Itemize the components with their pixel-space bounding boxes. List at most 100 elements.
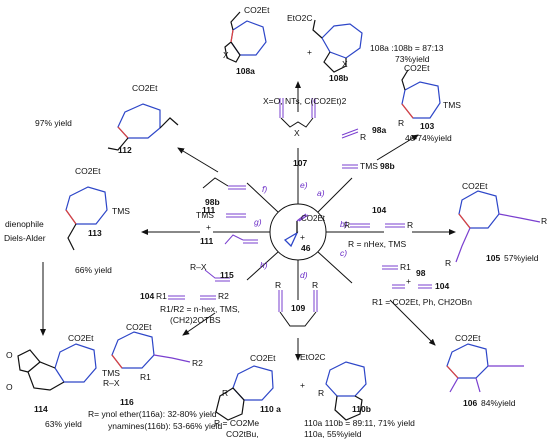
- p108b-x: X: [342, 59, 348, 69]
- p110b-eto2c: EtO2C: [300, 352, 326, 362]
- p110-ratio: 110a 110b = 89:11, 71% yield: [304, 418, 415, 428]
- p116-r2: R2: [192, 358, 203, 368]
- r111-g-label: 111: [200, 236, 214, 246]
- path-e-label: e): [300, 180, 308, 190]
- p114-tms: TMS: [102, 368, 120, 378]
- product-108a: [224, 11, 267, 63]
- p103-label: 103: [420, 121, 435, 131]
- r111-label: 111: [202, 205, 216, 215]
- p113-tms: TMS: [112, 206, 130, 216]
- p114-o2: O: [6, 382, 13, 392]
- p105-r-left: R: [445, 258, 452, 268]
- p106-yield: 84%yield: [481, 398, 516, 408]
- r107-x: X: [294, 128, 300, 138]
- r115-cond2: (CH2)2OTBS: [170, 315, 221, 325]
- product-105: [455, 190, 541, 263]
- r98c-cond: R1 = CO2Et, Ph, CH2OBn: [372, 297, 472, 307]
- r98b-g-plus: +: [206, 222, 211, 232]
- p112-yield: 97% yield: [35, 118, 72, 128]
- r104-r-right: R: [407, 220, 414, 230]
- r98b-g-tms: TMS: [196, 210, 214, 220]
- center-plus: +: [300, 232, 305, 242]
- r98b-g-label: 98b: [205, 197, 220, 207]
- p108-ratio: 108a :108b = 87:13: [370, 43, 444, 53]
- p110a-co2et: CO2Et: [250, 353, 276, 363]
- product-arrows: [40, 81, 456, 361]
- p110a-r: R: [222, 388, 229, 398]
- p116-note1: R= ynol ether(116a): 32-80% yield: [88, 409, 217, 419]
- reagent-104: [350, 223, 405, 228]
- path-d-label: d): [300, 270, 308, 280]
- reagent-111: [202, 177, 246, 190]
- spokes: [213, 148, 384, 300]
- p108-yield: 73%yield: [395, 54, 430, 64]
- p110b-label: 110b: [352, 404, 371, 414]
- p105-co2et: CO2Et: [462, 181, 488, 191]
- p103-co2et: CO2Et: [404, 63, 430, 73]
- reagent-h: [168, 269, 230, 300]
- r109-r-left: R: [275, 280, 282, 290]
- p105-label: 105: [486, 253, 501, 263]
- p110-cond1: R = CO2Me: [214, 418, 260, 428]
- r104-conditions: R = nHex, TMS: [348, 239, 407, 249]
- p113-co2et: CO2Et: [75, 166, 101, 176]
- path-c-label: c): [340, 248, 348, 258]
- product-112: [107, 103, 179, 151]
- r98-r: R: [360, 132, 367, 142]
- r98-tms: TMS: [360, 161, 378, 171]
- product-113: [65, 186, 108, 251]
- r104-h-label: 104: [140, 291, 155, 301]
- p116-co2et: CO2Et: [126, 322, 152, 332]
- r109-label: 109: [291, 303, 306, 313]
- p116-r1: R1: [140, 372, 151, 382]
- path-a-label: a): [317, 188, 325, 198]
- p114-co2et: CO2Et: [68, 333, 94, 343]
- p106-co2et: CO2Et: [455, 333, 481, 343]
- p113-label: 113: [88, 228, 102, 238]
- p110-plus: +: [300, 380, 305, 390]
- p116-note2: ynamines(116b): 53-66% yield: [108, 421, 223, 431]
- r104-r-left: R: [344, 220, 351, 230]
- r104-label: 104: [372, 205, 387, 215]
- da-dienophile: dienophile: [5, 219, 44, 229]
- r98c-r1: R1: [400, 262, 411, 272]
- center-46-label: 46: [301, 243, 311, 253]
- p103-tms: TMS: [443, 100, 461, 110]
- p116-label: 116: [120, 397, 134, 407]
- path-f-label: f): [262, 184, 268, 194]
- r107-label: 107: [293, 158, 308, 168]
- p110a-label: 110 a: [260, 404, 281, 414]
- r98a-label: 98a: [372, 125, 387, 135]
- product-110a: [215, 365, 274, 421]
- reagent-107: [279, 98, 316, 128]
- p112-co2et: CO2Et: [132, 83, 158, 93]
- path-b-label: b): [340, 219, 348, 229]
- p110-cond2: CO2tBu,: [226, 429, 259, 439]
- p116-rx: R–X: [103, 378, 120, 388]
- product-110b: [325, 361, 367, 421]
- r98c-plus: +: [406, 276, 411, 286]
- p114-yield: 63% yield: [45, 419, 82, 429]
- p105-r-right: R: [541, 216, 548, 226]
- r115-label: 115: [220, 270, 234, 280]
- r98b-label: 98b: [380, 161, 395, 171]
- reagent-109: [278, 290, 318, 327]
- cyclopropane-46: [283, 213, 309, 248]
- r98c-label: 98: [416, 268, 426, 278]
- r115-cond1: R1/R2 = n-hex, TMS,: [160, 304, 240, 314]
- p103-r: R: [398, 118, 405, 128]
- center-co2et: CO2Et: [301, 214, 326, 223]
- r104c-label: 104: [435, 281, 450, 291]
- r115-rx: R–X: [190, 262, 207, 272]
- p110b-r: R: [318, 388, 325, 398]
- p108-plus: +: [307, 47, 312, 57]
- product-103: [401, 69, 441, 119]
- da-diels-alder: Diels-Alder: [4, 233, 46, 243]
- reagent-c: [382, 265, 432, 289]
- p108b-label: 108b: [329, 73, 349, 83]
- r109-r-right: R: [312, 280, 319, 290]
- product-116: [111, 331, 191, 369]
- p106-label: 106: [463, 398, 478, 408]
- p103-yield: 46-74%yield: [405, 133, 452, 143]
